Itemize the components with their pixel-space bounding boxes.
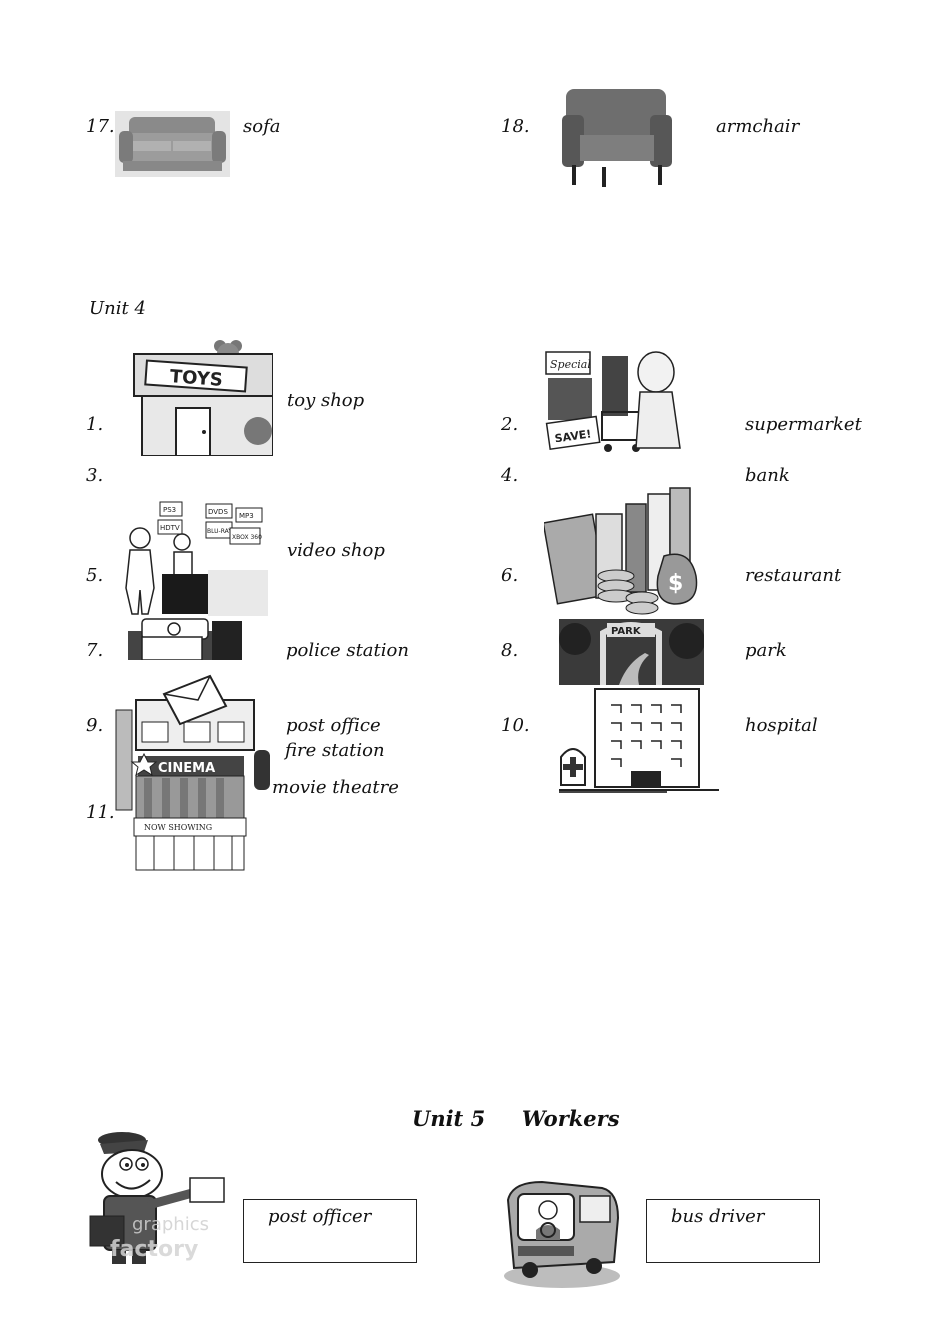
special-sign: Special [550, 358, 591, 371]
item-number-18: 18. [501, 116, 530, 137]
item-number-10: 10. [501, 715, 530, 736]
video-tag-mp3: MP3 [239, 512, 254, 520]
item-number-7: 7. [86, 640, 104, 661]
item-number-9: 9. [86, 715, 104, 736]
bank-label: bank [745, 465, 790, 486]
video-tag-hdtv: HDTV [160, 524, 180, 532]
bank-picture: $ [544, 486, 704, 616]
unit5-heading-title: Workers [521, 1106, 620, 1131]
item-number-4: 4. [501, 465, 519, 486]
bus-driver-answer-box: bus driver [646, 1199, 820, 1263]
toys-sign: TOYS [169, 366, 223, 391]
save-sign: SAVE! [554, 427, 592, 445]
police-station-picture [128, 617, 242, 660]
watermark-line2: factory [110, 1237, 198, 1262]
armchair-picture [558, 85, 676, 189]
bus-driver-picture [502, 1178, 622, 1290]
now-showing-sign: NOW SHOWING [144, 823, 212, 832]
park-sign: PARK [611, 626, 642, 637]
sofa-picture [115, 111, 230, 177]
svg-text:$: $ [668, 571, 683, 596]
sofa-label: sofa [243, 116, 281, 137]
supermarket-picture: Special SAVE! [544, 348, 690, 456]
item-number-6: 6. [501, 565, 519, 586]
armchair-label: armchair [716, 116, 800, 137]
unit4-heading: Unit 4 [89, 298, 146, 319]
hospital-label: hospital [745, 715, 818, 736]
cinema-sign: CINEMA [158, 761, 215, 776]
toy-shop-picture: TOYS [128, 336, 273, 456]
video-shop-picture: PS3 DVDS MP3 HDTV BLU-RAY XBOX 360 [110, 498, 273, 618]
supermarket-label: supermarket [745, 414, 862, 435]
watermark-line1: graphics [132, 1214, 209, 1235]
video-shop-label: video shop [287, 540, 385, 561]
fire-station-label: fire station [285, 740, 385, 761]
item-number-11: 11. [86, 802, 115, 823]
park-label: park [745, 640, 787, 661]
police-station-label: police station [286, 640, 409, 661]
hospital-picture [559, 685, 719, 799]
item-number-5: 5. [86, 565, 104, 586]
item-number-3: 3. [86, 465, 104, 486]
post-office-cinema-picture: CINEMA NOW SHOWING [114, 672, 274, 872]
unit5-heading-unit: Unit 5 [412, 1106, 486, 1131]
item-number-2: 2. [501, 414, 519, 435]
bus-driver-label: bus driver [671, 1206, 765, 1227]
video-tag-ps3: PS3 [163, 506, 176, 514]
video-tag-xbox: XBOX 360 [232, 534, 262, 541]
unit5-heading: Unit 5 Workers [412, 1106, 620, 1131]
item-number-1: 1. [86, 414, 104, 435]
post-officer-answer-box: post officer [243, 1199, 417, 1263]
park-picture: PARK [559, 619, 704, 685]
item-number-17: 17. [86, 116, 115, 137]
movie-theatre-label: movie theatre [272, 777, 399, 798]
video-tag-dvds: DVDS [208, 508, 228, 516]
post-officer-picture: graphics factory [86, 1130, 226, 1268]
post-officer-label: post officer [268, 1206, 372, 1227]
post-office-label: post office [286, 715, 381, 736]
item-number-8: 8. [501, 640, 519, 661]
toy-shop-label: toy shop [287, 390, 365, 411]
restaurant-label: restaurant [745, 565, 842, 586]
video-tag-bluray: BLU-RAY [207, 528, 232, 535]
